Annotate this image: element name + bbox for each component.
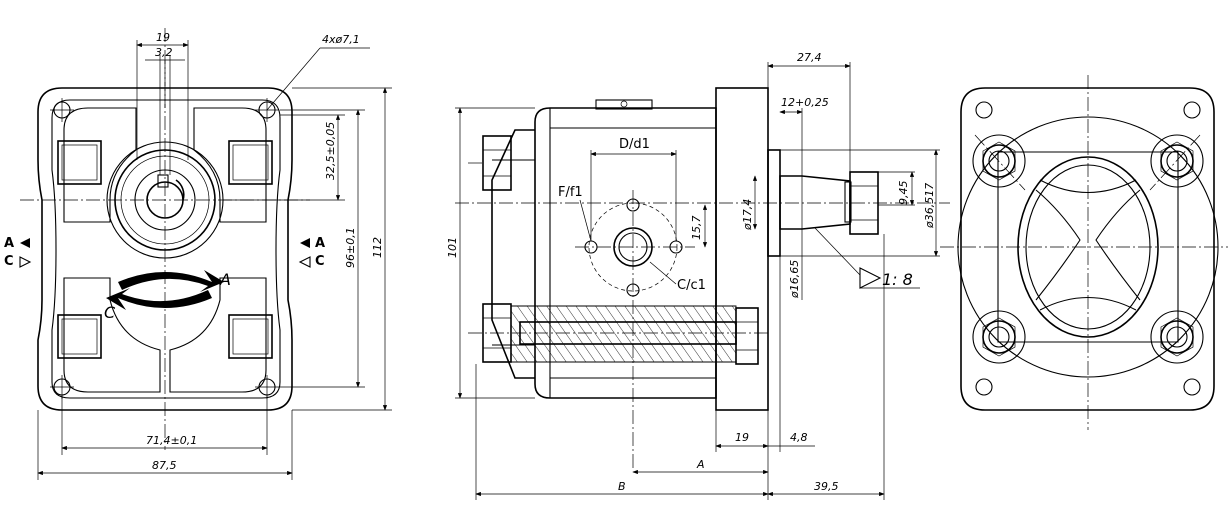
dim-17-4: ø17,4	[741, 199, 754, 231]
dim-12: 12+0,25	[781, 96, 829, 109]
side-view: D/d1 F/f1 C/c1 15,7 27,4 12+0,25 ø17,4 ø…	[446, 51, 950, 500]
label-c-c1: C/c1	[677, 278, 706, 293]
dim-holes: 4xø7,1	[322, 33, 360, 46]
rear-hole-tr	[1183, 101, 1201, 119]
dim-19-top: 19	[156, 31, 170, 44]
rotation-a-label: A	[219, 270, 231, 289]
front-flange-outline	[37, 87, 293, 411]
dim-39-5: 39,5	[814, 480, 839, 493]
bolt-square-tr	[228, 140, 273, 185]
right-a-arrow-icon	[300, 238, 310, 248]
dim-87-5: 87,5	[152, 459, 177, 472]
rear-nut-br	[1150, 310, 1204, 364]
section-hatch	[510, 305, 737, 363]
front-view: A C A C A C 19	[4, 28, 392, 480]
svg-text:A: A	[315, 236, 325, 251]
rear-view	[940, 75, 1228, 430]
dim-16-65: ø16,65	[788, 260, 801, 299]
dim-101: 101	[446, 237, 459, 258]
rotation-c-arrow	[106, 288, 212, 310]
dim-112: 112	[371, 237, 384, 258]
dim-9-45: 9,45	[897, 181, 910, 206]
front-bolt-nut	[735, 307, 759, 365]
svg-text:A: A	[4, 236, 14, 251]
rear-bolt-top	[468, 135, 512, 191]
bolt-square-tl	[57, 140, 102, 185]
dim-b: B	[618, 480, 626, 493]
rear-hole-tl	[975, 101, 993, 119]
dim-96: 96±0,1	[344, 227, 357, 268]
dim-4-8: 4,8	[790, 431, 808, 444]
front-inner-body	[51, 99, 281, 399]
svg-text:C: C	[315, 254, 325, 269]
dim-3-2: 3,2	[155, 46, 173, 59]
pocket-top-left	[63, 107, 137, 223]
rotation-a-arrow	[118, 270, 224, 292]
rear-nut-tr	[1150, 134, 1204, 188]
nameplate	[595, 99, 653, 110]
rear-hole-bl	[975, 378, 993, 396]
dim-27-4: 27,4	[797, 51, 822, 64]
dim-36-517: ø36,517	[923, 183, 936, 229]
label-f-f1: F/f1	[558, 185, 583, 200]
dim-71-4: 71,4±0,1	[146, 434, 197, 447]
right-direction-labels: A C	[298, 236, 325, 269]
rear-nut-tl	[972, 134, 1026, 188]
side-shaft	[779, 175, 851, 230]
svg-text:C: C	[4, 254, 14, 269]
mount-hole-tl	[50, 98, 74, 122]
left-direction-labels: A C	[4, 236, 32, 269]
rear-nut-bl	[972, 310, 1026, 364]
bolt-square-br	[228, 314, 273, 359]
taper-triangle-icon	[859, 267, 882, 289]
bolt-square-bl	[57, 314, 102, 359]
left-c-arrow-icon	[19, 256, 32, 268]
dim-19-flange: 19	[735, 431, 749, 444]
pocket-bottom-left	[63, 277, 161, 393]
rotation-arrows: A C	[104, 270, 231, 322]
pocket-top-right	[193, 107, 267, 223]
pocket-bottom-right	[169, 277, 267, 393]
dim-15-7: 15,7	[690, 216, 703, 241]
rotation-c-label: C	[104, 303, 116, 322]
dim-a: A	[696, 458, 705, 471]
rear-cover	[491, 129, 535, 379]
dim-taper: 1: 8	[882, 270, 913, 289]
port-pattern	[575, 190, 695, 470]
dim-32-5: 32,5±0,05	[324, 122, 337, 180]
rear-hole-br	[1183, 378, 1201, 396]
front-dimensions: 19 3,2 4xø7,1 32,5±0,05 96±0,1 112	[37, 31, 392, 480]
label-d-d1: D/d1	[619, 137, 650, 152]
rear-frame	[997, 151, 1179, 343]
left-a-arrow-icon	[20, 238, 30, 248]
rear-outline	[960, 87, 1215, 411]
right-c-arrow-icon	[298, 256, 311, 268]
